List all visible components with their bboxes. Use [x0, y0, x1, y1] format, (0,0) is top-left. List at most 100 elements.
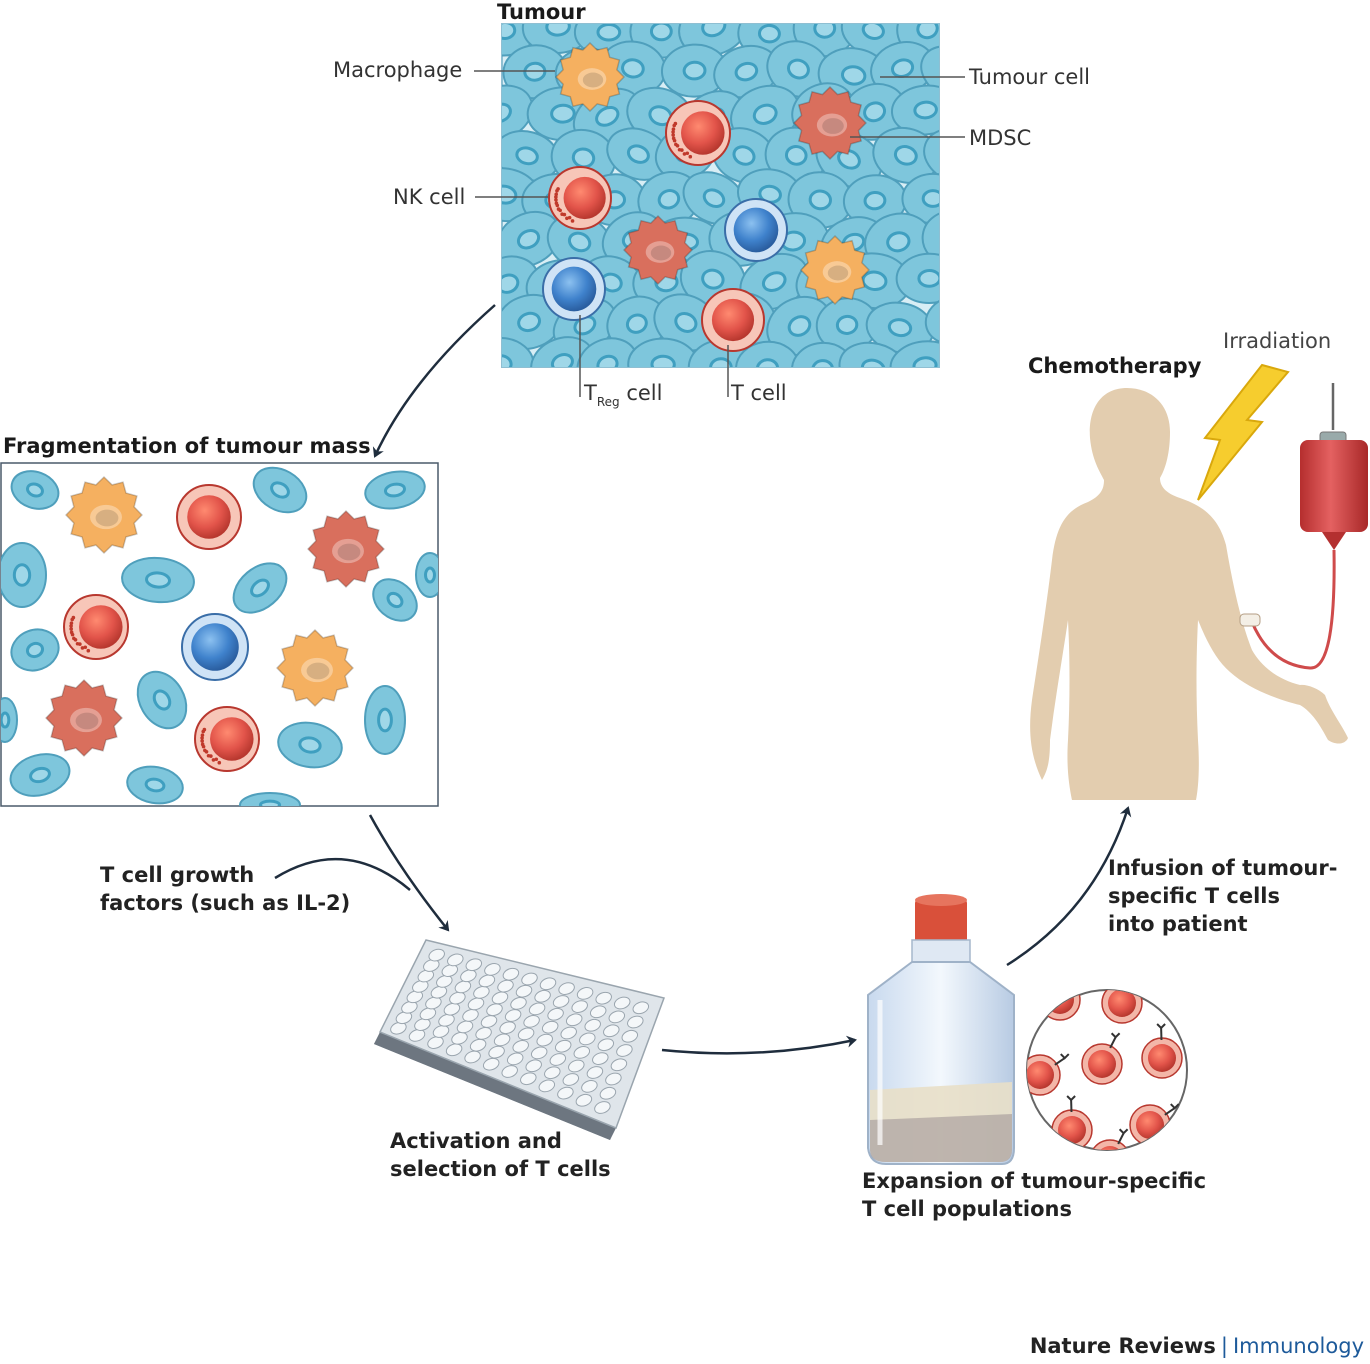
well: [480, 1015, 498, 1028]
macrophage: [554, 41, 626, 113]
tumour-cell: [842, 174, 907, 228]
well: [573, 1046, 591, 1059]
arrow-plate-to-flask: [661, 1035, 857, 1055]
well: [464, 1050, 481, 1064]
nk-cell: [665, 100, 731, 166]
well: [589, 1005, 607, 1019]
well: [579, 1032, 596, 1046]
nk-cell-label: NK cell: [393, 185, 466, 209]
well: [603, 1024, 620, 1038]
tumour-cell: [252, 466, 308, 514]
well: [541, 1020, 559, 1034]
wells: [390, 948, 650, 1114]
tumour-cell: [921, 209, 939, 268]
tumour-cell: [660, 43, 729, 98]
well: [412, 980, 429, 993]
tumour-cell: [870, 41, 935, 96]
macrophage-label: Macrophage: [333, 58, 463, 82]
well: [484, 963, 501, 976]
tumour-specific-t-cell: [1027, 1053, 1070, 1096]
tumour-cell: [10, 470, 60, 510]
nk-cell: [548, 166, 612, 230]
well: [408, 1029, 426, 1042]
tumour-cell: [364, 470, 426, 510]
well: [512, 1040, 529, 1053]
well: [488, 1045, 505, 1059]
treg-cell: [181, 613, 249, 681]
tumour-cell: [766, 40, 831, 98]
well: [447, 953, 464, 967]
tumour-cell: [838, 341, 908, 367]
treg-cell-label: TReg cell: [584, 381, 663, 409]
well: [515, 984, 533, 998]
well: [632, 1001, 650, 1015]
tumour-cell: [10, 628, 60, 672]
well: [428, 948, 445, 962]
mdsc: [44, 678, 124, 758]
blood-bag: [1300, 440, 1368, 532]
well: [558, 982, 575, 995]
tumour-cell: [502, 294, 563, 350]
well: [414, 1018, 431, 1031]
macrophage: [64, 475, 144, 555]
tumour-cell: [678, 24, 750, 57]
well: [486, 1003, 503, 1017]
well: [568, 1059, 585, 1073]
well: [576, 987, 594, 1000]
well: [565, 1013, 583, 1027]
fragmentation-title: Fragmentation of tumour mass: [3, 434, 371, 458]
macrophage: [275, 628, 355, 708]
journal-section: Immunology: [1232, 1334, 1364, 1358]
well: [520, 1072, 537, 1086]
treg-cell: [542, 257, 606, 321]
mdsc-label: MDSC: [969, 126, 1032, 150]
arrow-tumour-to-fragment: [372, 304, 496, 458]
well: [430, 985, 448, 999]
well: [493, 1033, 511, 1047]
tumour-cell: [502, 210, 561, 268]
tumour-immune-cells: [542, 41, 871, 352]
tumour-cell-label: Tumour cell: [969, 65, 1091, 89]
well: [616, 1044, 633, 1057]
tumour-cell: [682, 171, 746, 226]
tumour-cell: [121, 556, 195, 604]
well: [475, 1027, 492, 1040]
well: [401, 1000, 418, 1014]
tumour-cell: [923, 127, 939, 186]
tumour-specific-t-cell: [1141, 1023, 1183, 1079]
well: [538, 1079, 556, 1093]
well: [390, 1021, 407, 1035]
well: [454, 980, 472, 994]
well: [504, 1009, 522, 1022]
well: [417, 969, 435, 983]
journal-credit: Nature Reviews|Immunology: [1030, 1334, 1364, 1358]
well: [610, 1058, 628, 1072]
well: [552, 995, 570, 1008]
well: [491, 991, 509, 1005]
well: [584, 1018, 601, 1032]
tumour-cell: [239, 792, 301, 806]
well: [571, 1000, 588, 1013]
well: [544, 1066, 561, 1080]
leader-lines: [474, 70, 965, 397]
well: [499, 1021, 516, 1035]
well: [473, 986, 490, 999]
well: [627, 1015, 644, 1029]
well: [506, 1052, 524, 1066]
expanded-population: [1026, 989, 1188, 1151]
well: [592, 1052, 609, 1065]
well: [608, 1010, 626, 1024]
macrophage: [799, 234, 871, 306]
tumour-cell: [277, 721, 343, 769]
well: [560, 1026, 577, 1040]
well: [557, 1086, 574, 1100]
patient-body: [1030, 388, 1348, 800]
irradiation-bolt-icon: [1197, 363, 1290, 501]
tumour-cell: [126, 765, 184, 805]
well: [441, 964, 459, 977]
credit-separator: |: [1220, 1334, 1228, 1358]
well: [594, 1101, 611, 1114]
tumour-specific-t-cell: [1089, 1128, 1131, 1150]
